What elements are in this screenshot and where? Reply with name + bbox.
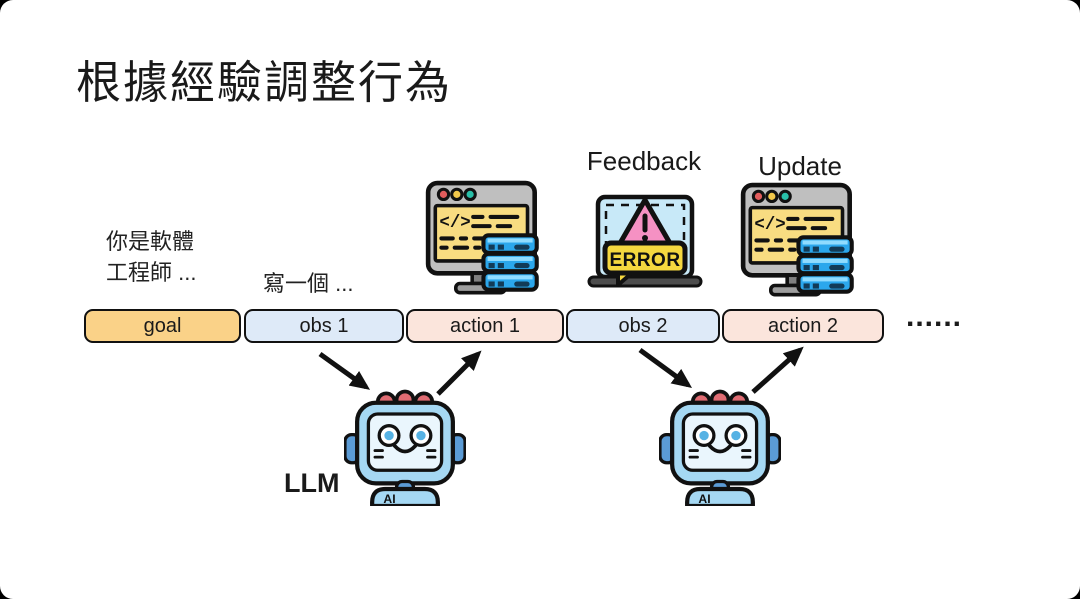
timeline-continuation-dots: ......: [906, 300, 963, 333]
server-stack: [796, 235, 854, 294]
code-browser-servers-icon: </>: [425, 180, 539, 295]
ai-robot-icon: AI: [344, 389, 466, 506]
server-stack: [481, 233, 539, 292]
arrow-obs2-to-llm: [638, 347, 693, 388]
timeline-box-label: action 1: [449, 314, 521, 337]
timeline-box-label: action 2: [767, 314, 839, 337]
ai-robot-icon: AI: [659, 389, 781, 506]
code-lines: [754, 216, 835, 252]
code-glyph: </>: [754, 216, 785, 235]
goal-prompt-text: 你是軟體 工程師 ...: [106, 226, 196, 288]
code-glyph: </>: [439, 214, 470, 233]
timeline-box-action1: action 1: [406, 309, 564, 343]
llm-label: LLM: [284, 468, 340, 498]
timeline-box-obs1: obs 1: [244, 309, 404, 343]
timeline-box-goal: goal: [84, 309, 241, 343]
ai-badge: AI: [698, 492, 710, 506]
obs-prompt-text: 寫一個 ...: [263, 271, 354, 296]
error-laptop-icon: ERROR: [587, 194, 703, 288]
feedback-label: Feedback: [586, 146, 702, 176]
goal-prompt-line2: 工程師 ...: [106, 260, 197, 286]
code-browser-servers-icon: </>: [740, 182, 854, 297]
error-speech-bubble: ERROR: [602, 240, 688, 287]
slide-title: 根據經驗調整行為: [76, 57, 453, 108]
timeline-box-label: obs 1: [299, 314, 349, 337]
goal-prompt-line1: 你是軟體: [106, 229, 195, 254]
timeline-box-action2: action 2: [722, 309, 884, 343]
error-text: ERROR: [609, 250, 680, 271]
ai-badge: AI: [383, 492, 395, 506]
timeline-box-label: goal: [143, 314, 182, 337]
timeline-box-label: obs 2: [618, 314, 668, 337]
timeline-box-obs2: obs 2: [566, 309, 720, 343]
update-label: Update: [758, 151, 842, 181]
